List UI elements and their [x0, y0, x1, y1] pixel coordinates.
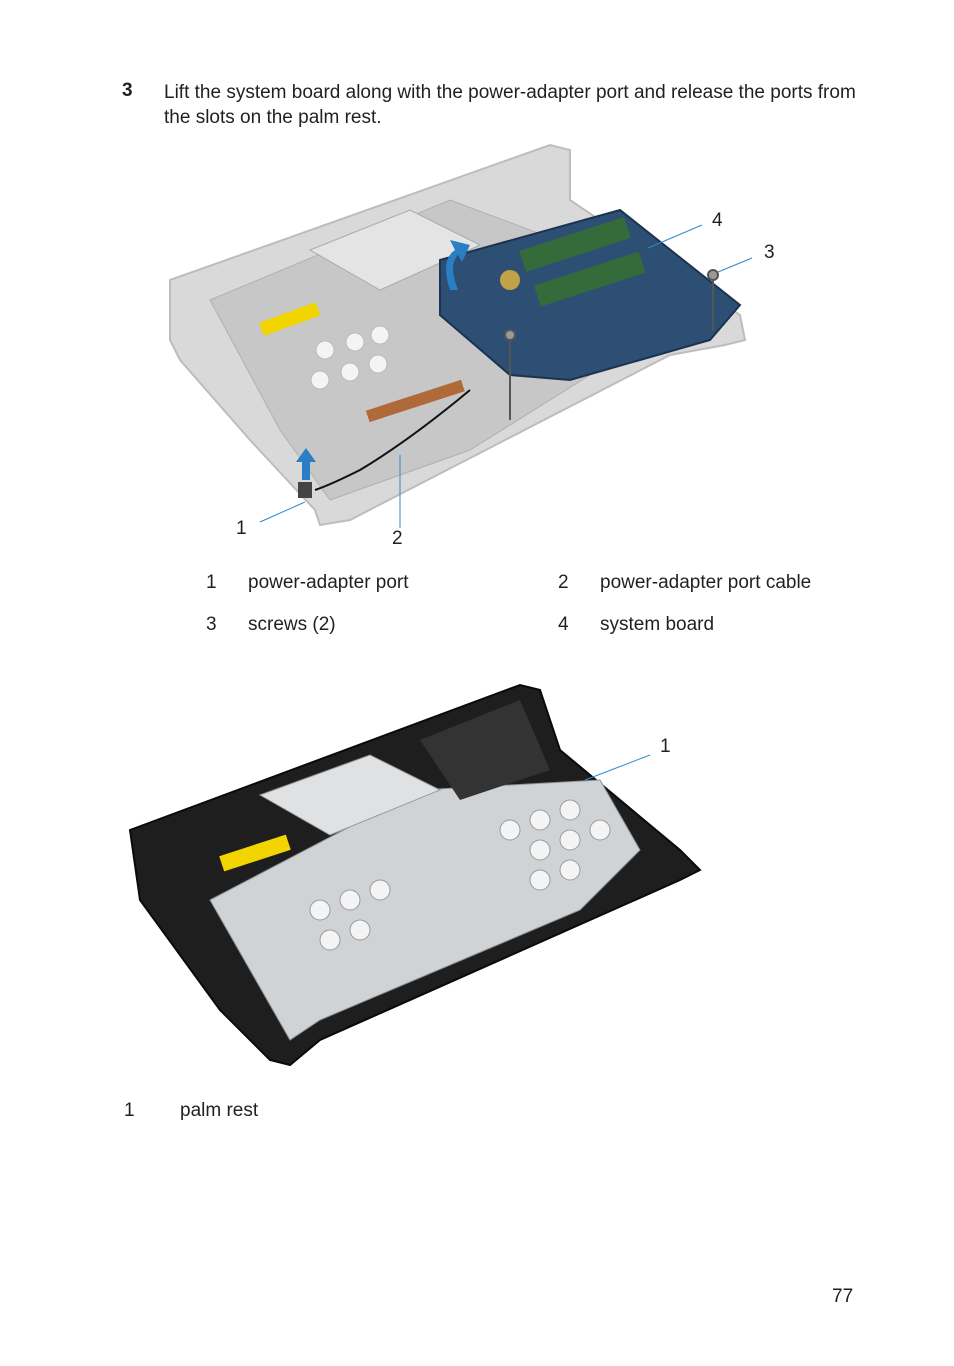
legend-num: 2	[558, 572, 569, 593]
page-number: 77	[832, 1286, 854, 1307]
callout-line	[647, 224, 703, 249]
callout-line	[259, 501, 306, 523]
lift-arrow-icon	[296, 448, 316, 480]
board-fan	[500, 270, 520, 290]
callout-4: 4	[712, 210, 723, 231]
callout-3: 3	[764, 242, 775, 263]
touchpad-area	[308, 209, 482, 291]
palm-rest-figure: 1	[120, 680, 720, 1080]
callout-line	[584, 754, 651, 781]
callout-1: 1	[236, 518, 247, 539]
step-number: 3	[122, 80, 133, 101]
fan-cavity	[420, 700, 550, 800]
callout-1: 1	[660, 736, 671, 757]
palm-rest-illustration	[128, 683, 702, 1067]
legend-label: power-adapter port	[248, 572, 409, 593]
screw-icon	[707, 269, 719, 330]
heatsink	[365, 379, 465, 423]
screw-icon	[504, 329, 516, 420]
legend-label: power-adapter port cable	[600, 572, 812, 593]
lift-arrow-icon	[446, 240, 470, 290]
yellow-label	[219, 834, 291, 872]
memory-module	[519, 216, 631, 272]
legend-label: palm rest	[180, 1100, 259, 1121]
legend-num: 4	[558, 614, 569, 635]
memory-module	[533, 251, 646, 307]
legend-num: 1	[124, 1100, 135, 1121]
legend-label: screws (2)	[248, 614, 336, 635]
legend-label: system board	[600, 614, 715, 635]
legend-num: 1	[206, 572, 217, 593]
power-adapter-port	[298, 482, 312, 498]
yellow-label	[259, 302, 321, 336]
power-adapter-cable	[314, 389, 471, 491]
system-board-illustration	[169, 143, 753, 528]
legend-num: 3	[206, 614, 217, 635]
touchpad-area	[258, 754, 442, 836]
system-board-removal-figure: 1 2 3 4	[150, 140, 790, 560]
callout-2: 2	[392, 528, 403, 549]
callout-line	[717, 257, 753, 273]
step-text: Lift the system board along with the pow…	[164, 82, 856, 128]
